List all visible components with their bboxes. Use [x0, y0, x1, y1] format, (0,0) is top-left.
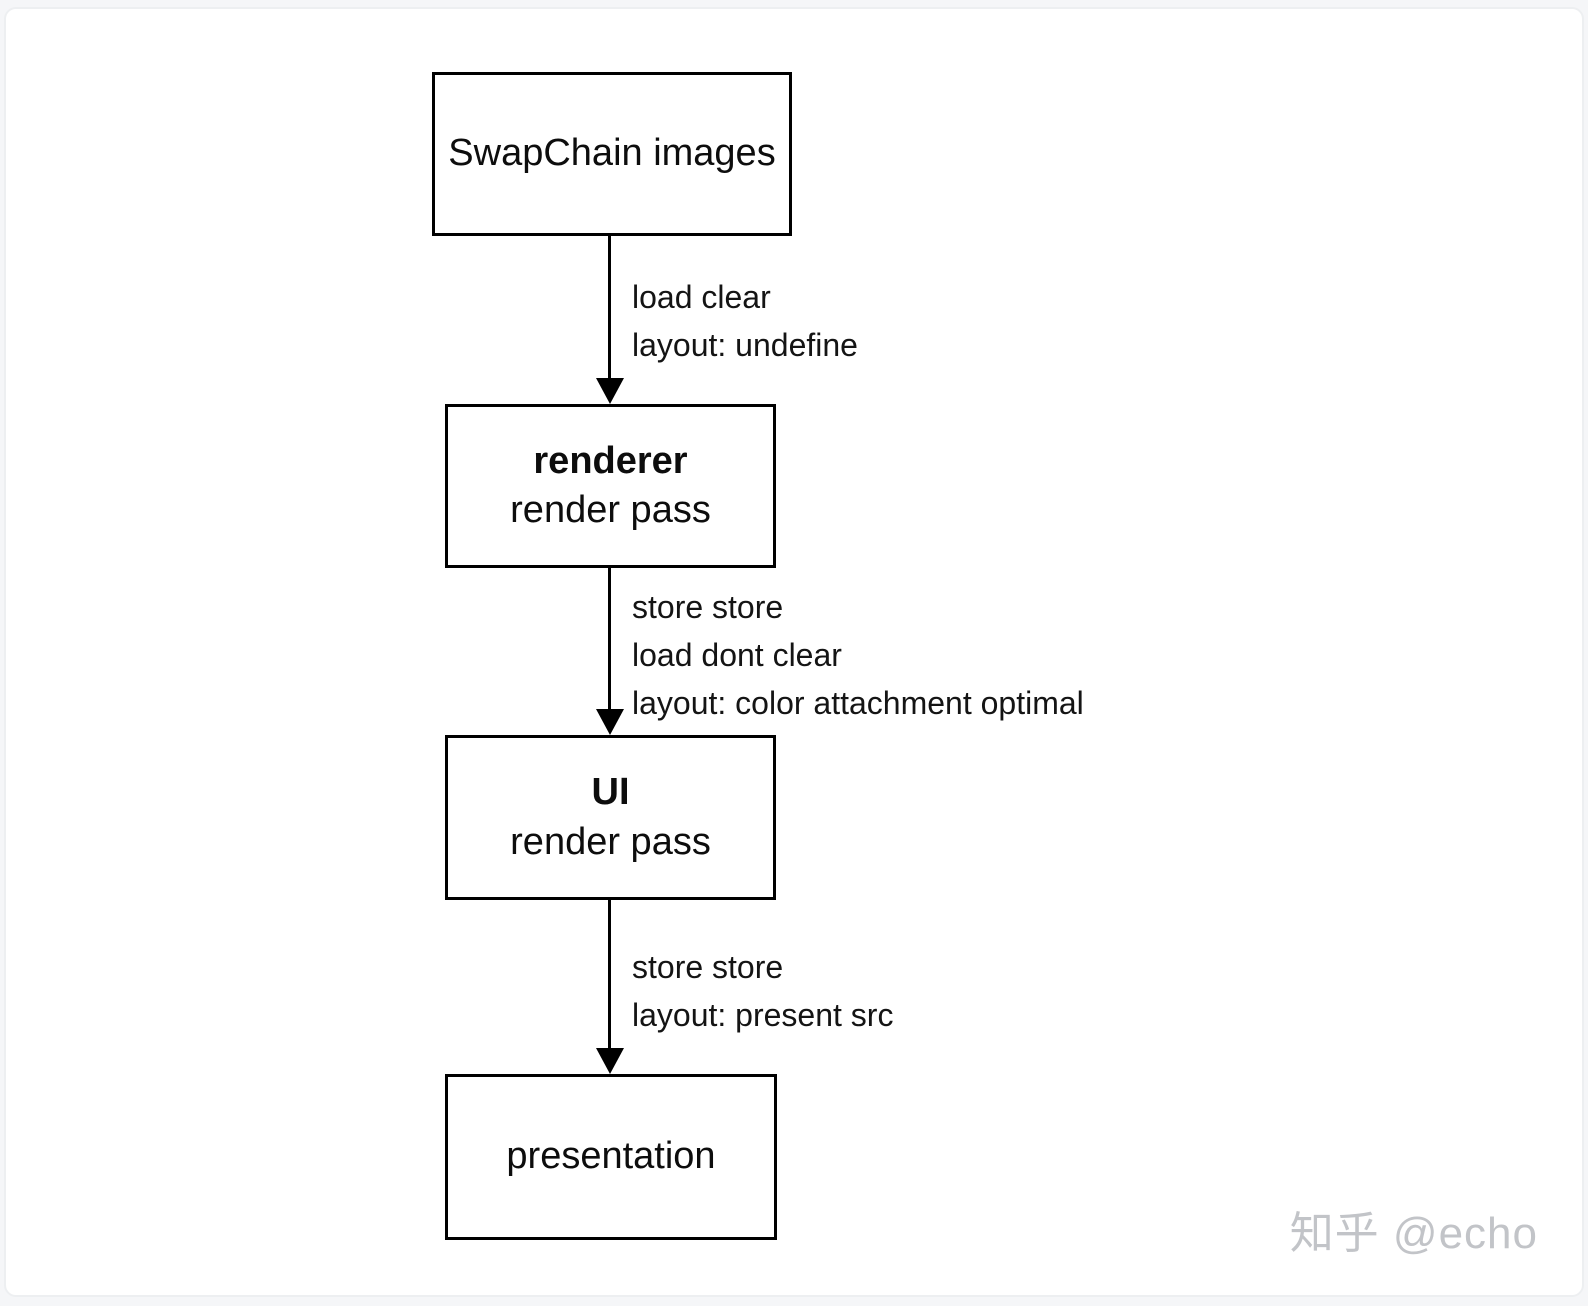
node-title: renderer	[533, 439, 688, 482]
edge-ui-to-presentation	[608, 900, 611, 1052]
node-label: presentation	[506, 1135, 716, 1178]
edge-label-renderer-to-ui: store store load dont clear layout: colo…	[632, 583, 1084, 727]
node-presentation: presentation	[445, 1074, 777, 1240]
edge-label-line: layout: undefine	[632, 327, 858, 363]
arrow-down-icon	[596, 709, 624, 735]
node-title: UI	[591, 771, 630, 814]
node-renderer-render-pass: renderer render pass	[445, 404, 776, 568]
edge-label-line: layout: present src	[632, 997, 894, 1033]
node-swapchain-images: SwapChain images	[432, 72, 792, 236]
arrow-down-icon	[596, 378, 624, 404]
edge-swapchain-to-renderer	[608, 236, 611, 382]
edge-label-swapchain-to-renderer: load clear layout: undefine	[632, 273, 858, 369]
node-label: SwapChain images	[448, 132, 776, 175]
node-label: render pass	[510, 489, 711, 531]
node-label: render pass	[510, 820, 711, 863]
edge-label-ui-to-presentation: store store layout: present src	[632, 943, 893, 1039]
edge-label-line: load dont clear	[632, 637, 842, 673]
diagram-card: SwapChain images renderer render pass UI…	[4, 7, 1584, 1297]
edge-label-line: layout: color attachment optimal	[632, 685, 1084, 721]
edge-label-line: store store	[632, 949, 784, 985]
edge-label-line: load clear	[632, 279, 771, 315]
watermark: 知乎 @echo	[1289, 1209, 1538, 1258]
edge-renderer-to-ui	[608, 568, 611, 713]
arrow-down-icon	[596, 1048, 624, 1074]
edge-label-line: store store	[632, 589, 784, 625]
node-ui-render-pass: UI render pass	[445, 735, 776, 900]
